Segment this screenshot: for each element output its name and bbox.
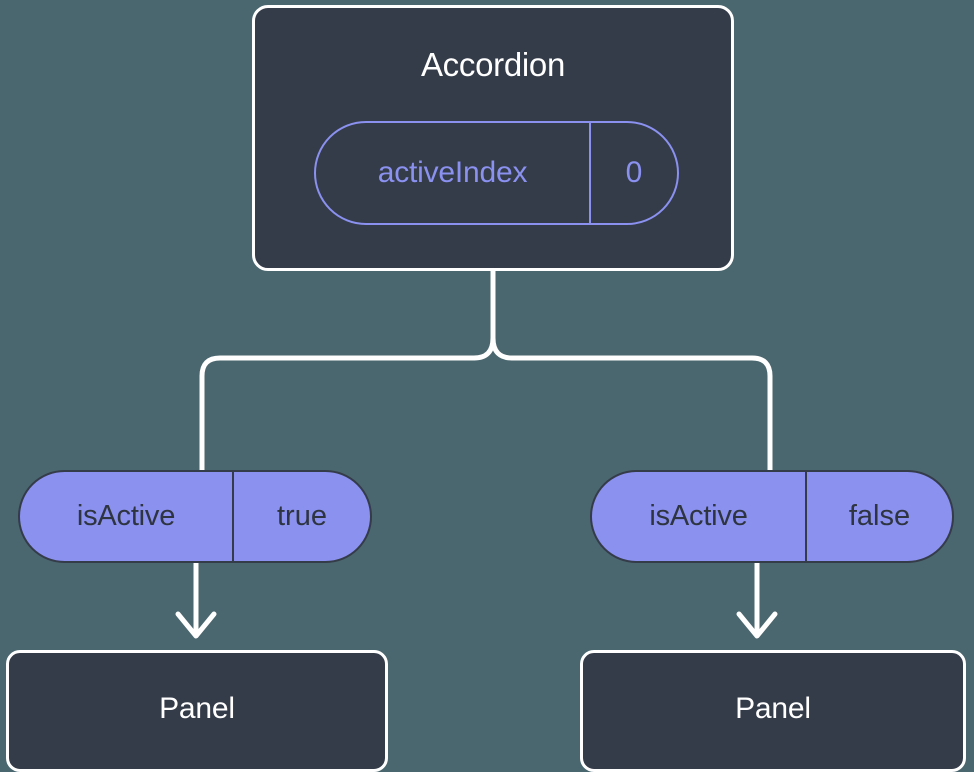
prop-badge-divider — [805, 472, 807, 561]
connector-branch-right — [490, 335, 773, 473]
state-badge-divider — [589, 123, 591, 223]
prop-badge-is-active-left[interactable]: isActive true — [18, 470, 372, 563]
arrow-head-right-icon — [736, 611, 778, 639]
state-badge-active-index[interactable]: activeIndex 0 — [314, 121, 679, 225]
state-badge-key: activeIndex — [377, 156, 528, 189]
state-badge-value: 0 — [625, 156, 643, 189]
node-panel-left-title: Panel — [159, 692, 235, 725]
prop-badge-key: isActive — [649, 500, 748, 532]
node-panel-left[interactable]: Panel — [6, 650, 388, 772]
prop-badge-value: true — [277, 500, 327, 532]
node-panel-right-title: Panel — [735, 692, 811, 725]
prop-badge-value: false — [848, 500, 911, 532]
prop-badge-is-active-right[interactable]: isActive false — [590, 470, 954, 563]
connector-branch-left — [199, 335, 496, 473]
prop-badge-key: isActive — [76, 500, 176, 532]
arrow-head-left-icon — [175, 611, 217, 639]
node-accordion-title: Accordion — [420, 46, 566, 83]
node-panel-right[interactable]: Panel — [580, 650, 966, 772]
prop-badge-divider — [232, 472, 234, 561]
node-accordion[interactable]: Accordion activeIndex 0 — [252, 5, 734, 271]
